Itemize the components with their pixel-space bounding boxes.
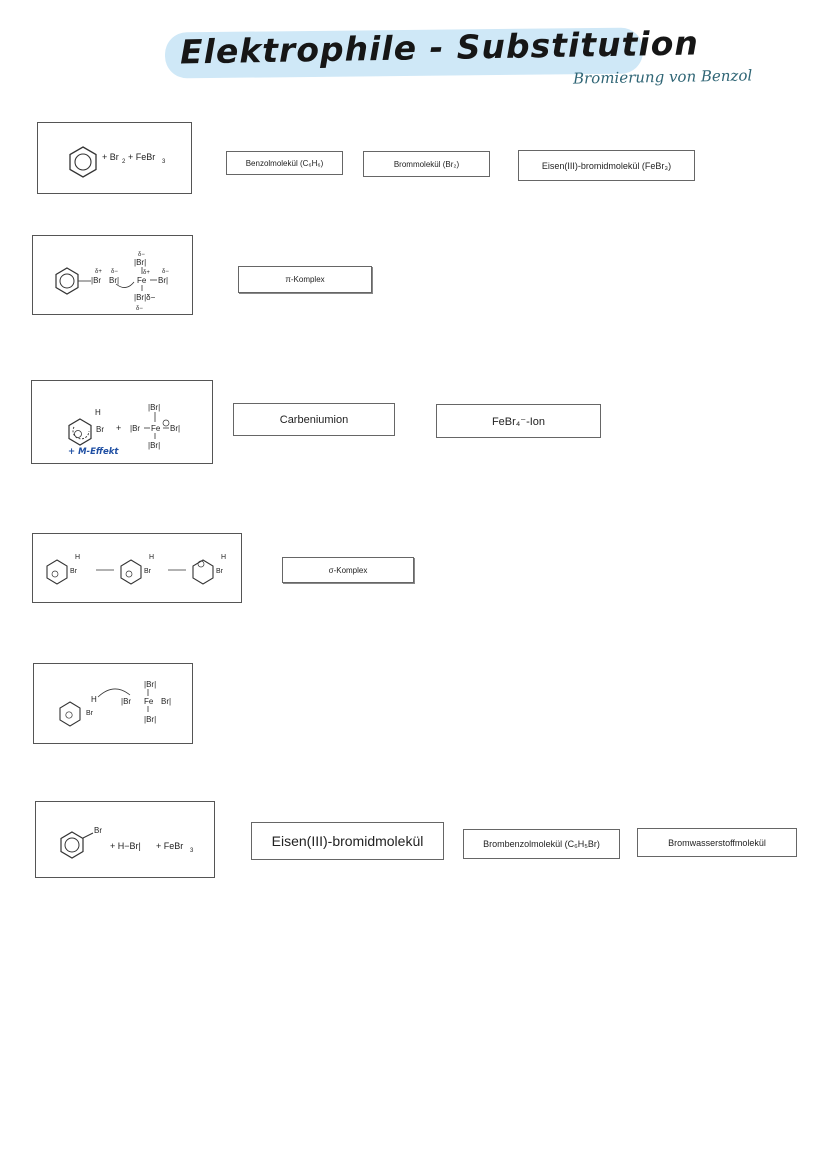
- reaction-box-step-2: δ− |Br| δ+ δ− δ+ |Br Br| Fe Br| |Br|δ− δ…: [32, 235, 193, 315]
- label-iron-bromide-molecule: Eisen(III)-bromidmolekül (FeBr₃): [518, 150, 695, 181]
- electron-arrow: [115, 281, 135, 288]
- label-bromine-molecule: Brommolekül (Br₂): [363, 151, 490, 177]
- page-subtitle: Bromierung von Benzol: [572, 66, 753, 88]
- bromine-atom: |Br: [121, 697, 131, 706]
- label-sigma-complex: σ-Komplex: [282, 557, 414, 583]
- hydrogen-atom: H: [95, 408, 101, 417]
- bond: [82, 832, 94, 839]
- carbenium-structure: H Br + |Br| |Br Fe Br| |Br| + M-Effekt: [68, 403, 180, 457]
- bromine-atom: Br: [144, 568, 152, 575]
- label-pi-complex: π-Komplex: [238, 266, 372, 293]
- label-carbenium-ion: Carbeniumion: [233, 403, 395, 436]
- bromine-atom: Br|: [109, 276, 119, 285]
- label-benzene-molecule: Benzolmolekül (C₆H₆): [226, 151, 343, 175]
- bromine-atom: Br: [70, 568, 78, 575]
- resonance-structure-1: H Br: [46, 554, 80, 585]
- hydrogen-atom: H: [221, 554, 226, 561]
- hydrogen-atom: H: [149, 554, 154, 561]
- sigma-complex-resonance: H Br H Br H Br: [46, 554, 226, 585]
- positive-charge-icon: [125, 570, 133, 578]
- negative-charge-icon: [162, 419, 170, 427]
- partial-charge: δ−: [111, 269, 118, 275]
- bromine-atom: |Br|: [148, 403, 160, 412]
- bromine-atom: |Br: [91, 276, 101, 285]
- bromine-atom: |Br|δ−: [134, 293, 156, 302]
- reaction-box-step-4: H Br H Br H Br: [32, 533, 242, 603]
- benzene-ring: [55, 267, 79, 295]
- label-hydrogen-bromide-molecule: Bromwasserstoffmolekül: [637, 828, 797, 857]
- reaction-box-step-1: + Br 2 + FeBr 3: [37, 122, 192, 194]
- positive-charge-icon: [65, 711, 73, 719]
- resonance-structure-3: H Br: [192, 554, 226, 585]
- electron-arrow: [97, 688, 131, 698]
- partial-charge: δ−: [138, 252, 145, 258]
- aromatic-circle: [59, 273, 75, 289]
- subscript: 2: [122, 159, 126, 165]
- cyclohexadienyl-ring: [68, 418, 92, 446]
- pi-complex-structure: δ− |Br| δ+ δ− δ+ |Br Br| Fe Br| |Br|δ− δ…: [55, 252, 169, 312]
- benzene-ring: [60, 831, 84, 859]
- label-bromobenzene-molecule: Brombenzolmolekül (C₆H₅Br): [463, 829, 620, 859]
- delocalized-arc: [72, 426, 90, 440]
- febr-text: + FeBr: [128, 152, 155, 162]
- bromine-atom: Br: [96, 425, 104, 434]
- reactants-structure: + Br 2 + FeBr 3: [69, 146, 166, 178]
- bromine-atom: Br: [216, 568, 224, 575]
- handwritten-note: + M-Effekt: [68, 447, 119, 457]
- partial-charge: δ+: [143, 270, 150, 276]
- reaction-box-step-5: |Br| H |Br Fe Br| |Br| Br: [33, 663, 193, 744]
- bromine-text: + Br: [102, 152, 119, 162]
- aromatic-circle: [74, 153, 92, 171]
- reaction-box-step-6: Br + H−Br| + FeBr 3: [35, 801, 215, 878]
- bromine-atom: |Br|: [144, 680, 156, 689]
- benzene-ring: [69, 146, 97, 178]
- bromine-atom: Br: [86, 710, 94, 717]
- iron-atom: Fe: [151, 424, 161, 433]
- label-iron-bromide-product: Eisen(III)-bromidmolekül: [251, 822, 444, 860]
- bromine-atom: Br|: [158, 276, 168, 285]
- hbr-text: + H−Br|: [110, 841, 141, 851]
- hydrogen-atom: H: [91, 695, 97, 704]
- partial-charge: δ−: [162, 269, 169, 275]
- iron-atom: Fe: [137, 276, 147, 285]
- partial-charge: δ+: [95, 269, 102, 275]
- bromine-atom: |Br|: [144, 715, 156, 724]
- bromine-atom: Br|: [170, 424, 180, 433]
- plus-sign: +: [116, 423, 121, 433]
- subscript: 3: [162, 159, 166, 165]
- bromine-atom: |Br|: [148, 441, 160, 450]
- resonance-structure-2: H Br: [120, 554, 154, 585]
- hydrogen-atom: H: [75, 554, 80, 561]
- reaction-box-step-3: H Br + |Br| |Br Fe Br| |Br| + M-Effekt: [31, 380, 213, 464]
- positive-charge-icon: [197, 560, 205, 568]
- cyclohexadienyl-ring: [59, 701, 81, 727]
- subscript: 3: [190, 848, 194, 854]
- febr-text: + FeBr: [156, 841, 183, 851]
- bromine-atom: Br: [94, 826, 102, 835]
- bromine-atom: |Br: [130, 424, 140, 433]
- positive-charge-icon: [74, 430, 82, 438]
- bromine-atom: Br|: [161, 697, 171, 706]
- bromine-atom: |Br|: [134, 258, 146, 267]
- iron-atom: Fe: [144, 697, 154, 706]
- deprotonation-structure: |Br| H |Br Fe Br| |Br| Br: [59, 680, 171, 727]
- label-febr4-ion: FeBr₄⁻-Ion: [436, 404, 601, 438]
- positive-charge-icon: [51, 570, 59, 578]
- partial-charge: δ−: [136, 306, 143, 312]
- aromatic-circle: [64, 837, 80, 853]
- products-structure: Br + H−Br| + FeBr 3: [60, 826, 194, 859]
